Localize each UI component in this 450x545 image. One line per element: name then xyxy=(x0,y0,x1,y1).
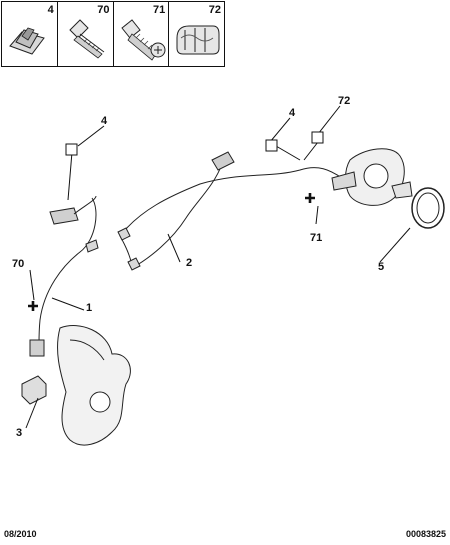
callout-4-left: 4 xyxy=(101,115,108,127)
legend-cell-70: 70 xyxy=(58,2,114,66)
clip-icon xyxy=(9,27,45,55)
callout-4-right: 4 xyxy=(289,107,296,119)
harness-2-branch xyxy=(119,163,223,269)
parts-legend: 4 70 71 72 xyxy=(1,1,225,67)
legend-cell-4: 4 xyxy=(2,2,58,66)
ref-box-72 xyxy=(311,131,324,144)
steering-knuckle xyxy=(57,325,131,446)
legend-number: 72 xyxy=(208,4,221,16)
ref-box-4a xyxy=(65,143,78,156)
callout-5: 5 xyxy=(378,261,385,273)
harness-2 xyxy=(119,167,343,237)
callout-72: 72 xyxy=(338,95,351,107)
callout-2: 2 xyxy=(186,257,193,269)
callout-3: 3 xyxy=(16,427,23,439)
footer-reference: 00083825 xyxy=(405,529,446,539)
bolt-icon xyxy=(69,19,105,59)
callout-71: 71 xyxy=(310,232,323,244)
callout-70: 70 xyxy=(12,258,25,270)
legend-cell-71: 71 xyxy=(114,2,170,66)
cross-marker-70 xyxy=(28,301,38,311)
legend-cell-72: 72 xyxy=(169,2,224,66)
cross-marker-71 xyxy=(305,193,315,203)
screw-icon xyxy=(120,19,165,61)
legend-number: 70 xyxy=(97,4,110,16)
callout-1: 1 xyxy=(86,302,93,314)
seal-ring-5 xyxy=(411,187,445,229)
ref-box-4b xyxy=(265,139,278,152)
clip-3 xyxy=(21,375,47,405)
legend-number: 71 xyxy=(153,4,166,16)
legend-number: 4 xyxy=(47,4,54,16)
cable-clip-icon xyxy=(176,25,220,55)
footer-date: 08/2010 xyxy=(4,529,37,539)
